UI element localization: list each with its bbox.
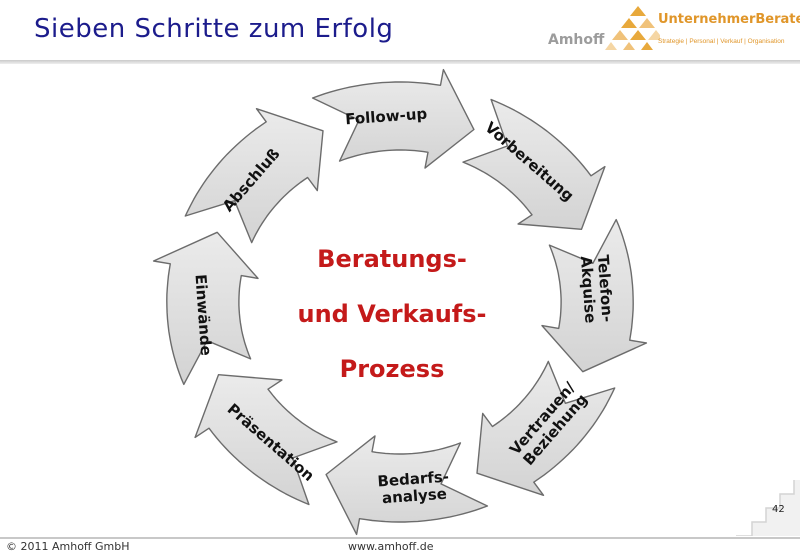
footer-divider <box>0 537 800 539</box>
stairs-decoration-icon <box>736 480 800 536</box>
logo-tagline: Strategie | Personal | Verkauf | Organis… <box>658 38 785 45</box>
arrow-abschluss <box>184 108 324 244</box>
center-line-1: Beratungs- <box>317 245 467 273</box>
logo-brand-name: UnternehmerBerater <box>658 12 800 27</box>
arrow-telefon-akquise <box>541 218 648 373</box>
step-label-line: Akquise <box>577 255 600 323</box>
header-divider <box>0 60 800 64</box>
arrow-praesentation <box>194 374 338 506</box>
pyramid-logo-icon <box>605 6 660 50</box>
cycle-arrows <box>152 68 648 536</box>
step-label-line: Bedarfs- <box>377 468 450 491</box>
company-logo: Amhoff UnternehmerBerater Strategie | Pe… <box>548 2 800 60</box>
arrow-bedarfsanalyse <box>325 435 489 536</box>
center-label: Beratungs-und Verkaufs- Prozess <box>297 245 486 383</box>
arrow-vorbereitung <box>462 98 606 230</box>
footer-copyright: © 2011 Amhoff GmbH <box>6 540 130 553</box>
step-label-line: Follow-up <box>345 105 428 129</box>
logo-company-name: Amhoff <box>548 32 605 48</box>
step-label-telefon-akquise: Telefon-Akquise <box>577 254 617 324</box>
arrow-follow-up <box>311 68 475 169</box>
step-label-line: analyse <box>381 485 447 507</box>
arrow-vertrauen-beziehung <box>476 360 616 496</box>
step-label-bedarfsanalyse: Bedarfs-analyse <box>377 468 451 508</box>
step-label-line: Telefon- <box>594 254 617 323</box>
step-label-follow-up: Follow-up <box>345 105 428 129</box>
center-line-2: und Verkaufs- <box>297 300 486 328</box>
center-line-3: Prozess <box>340 355 445 383</box>
arrow-einwaende <box>152 231 259 386</box>
step-label-line: Einwände <box>191 274 215 357</box>
footer-website: www.amhoff.de <box>348 540 434 553</box>
step-label-einwaende: Einwände <box>191 274 215 357</box>
slide-title: Sieben Schritte zum Erfolg <box>34 14 394 44</box>
page-number: 42 <box>772 504 785 515</box>
